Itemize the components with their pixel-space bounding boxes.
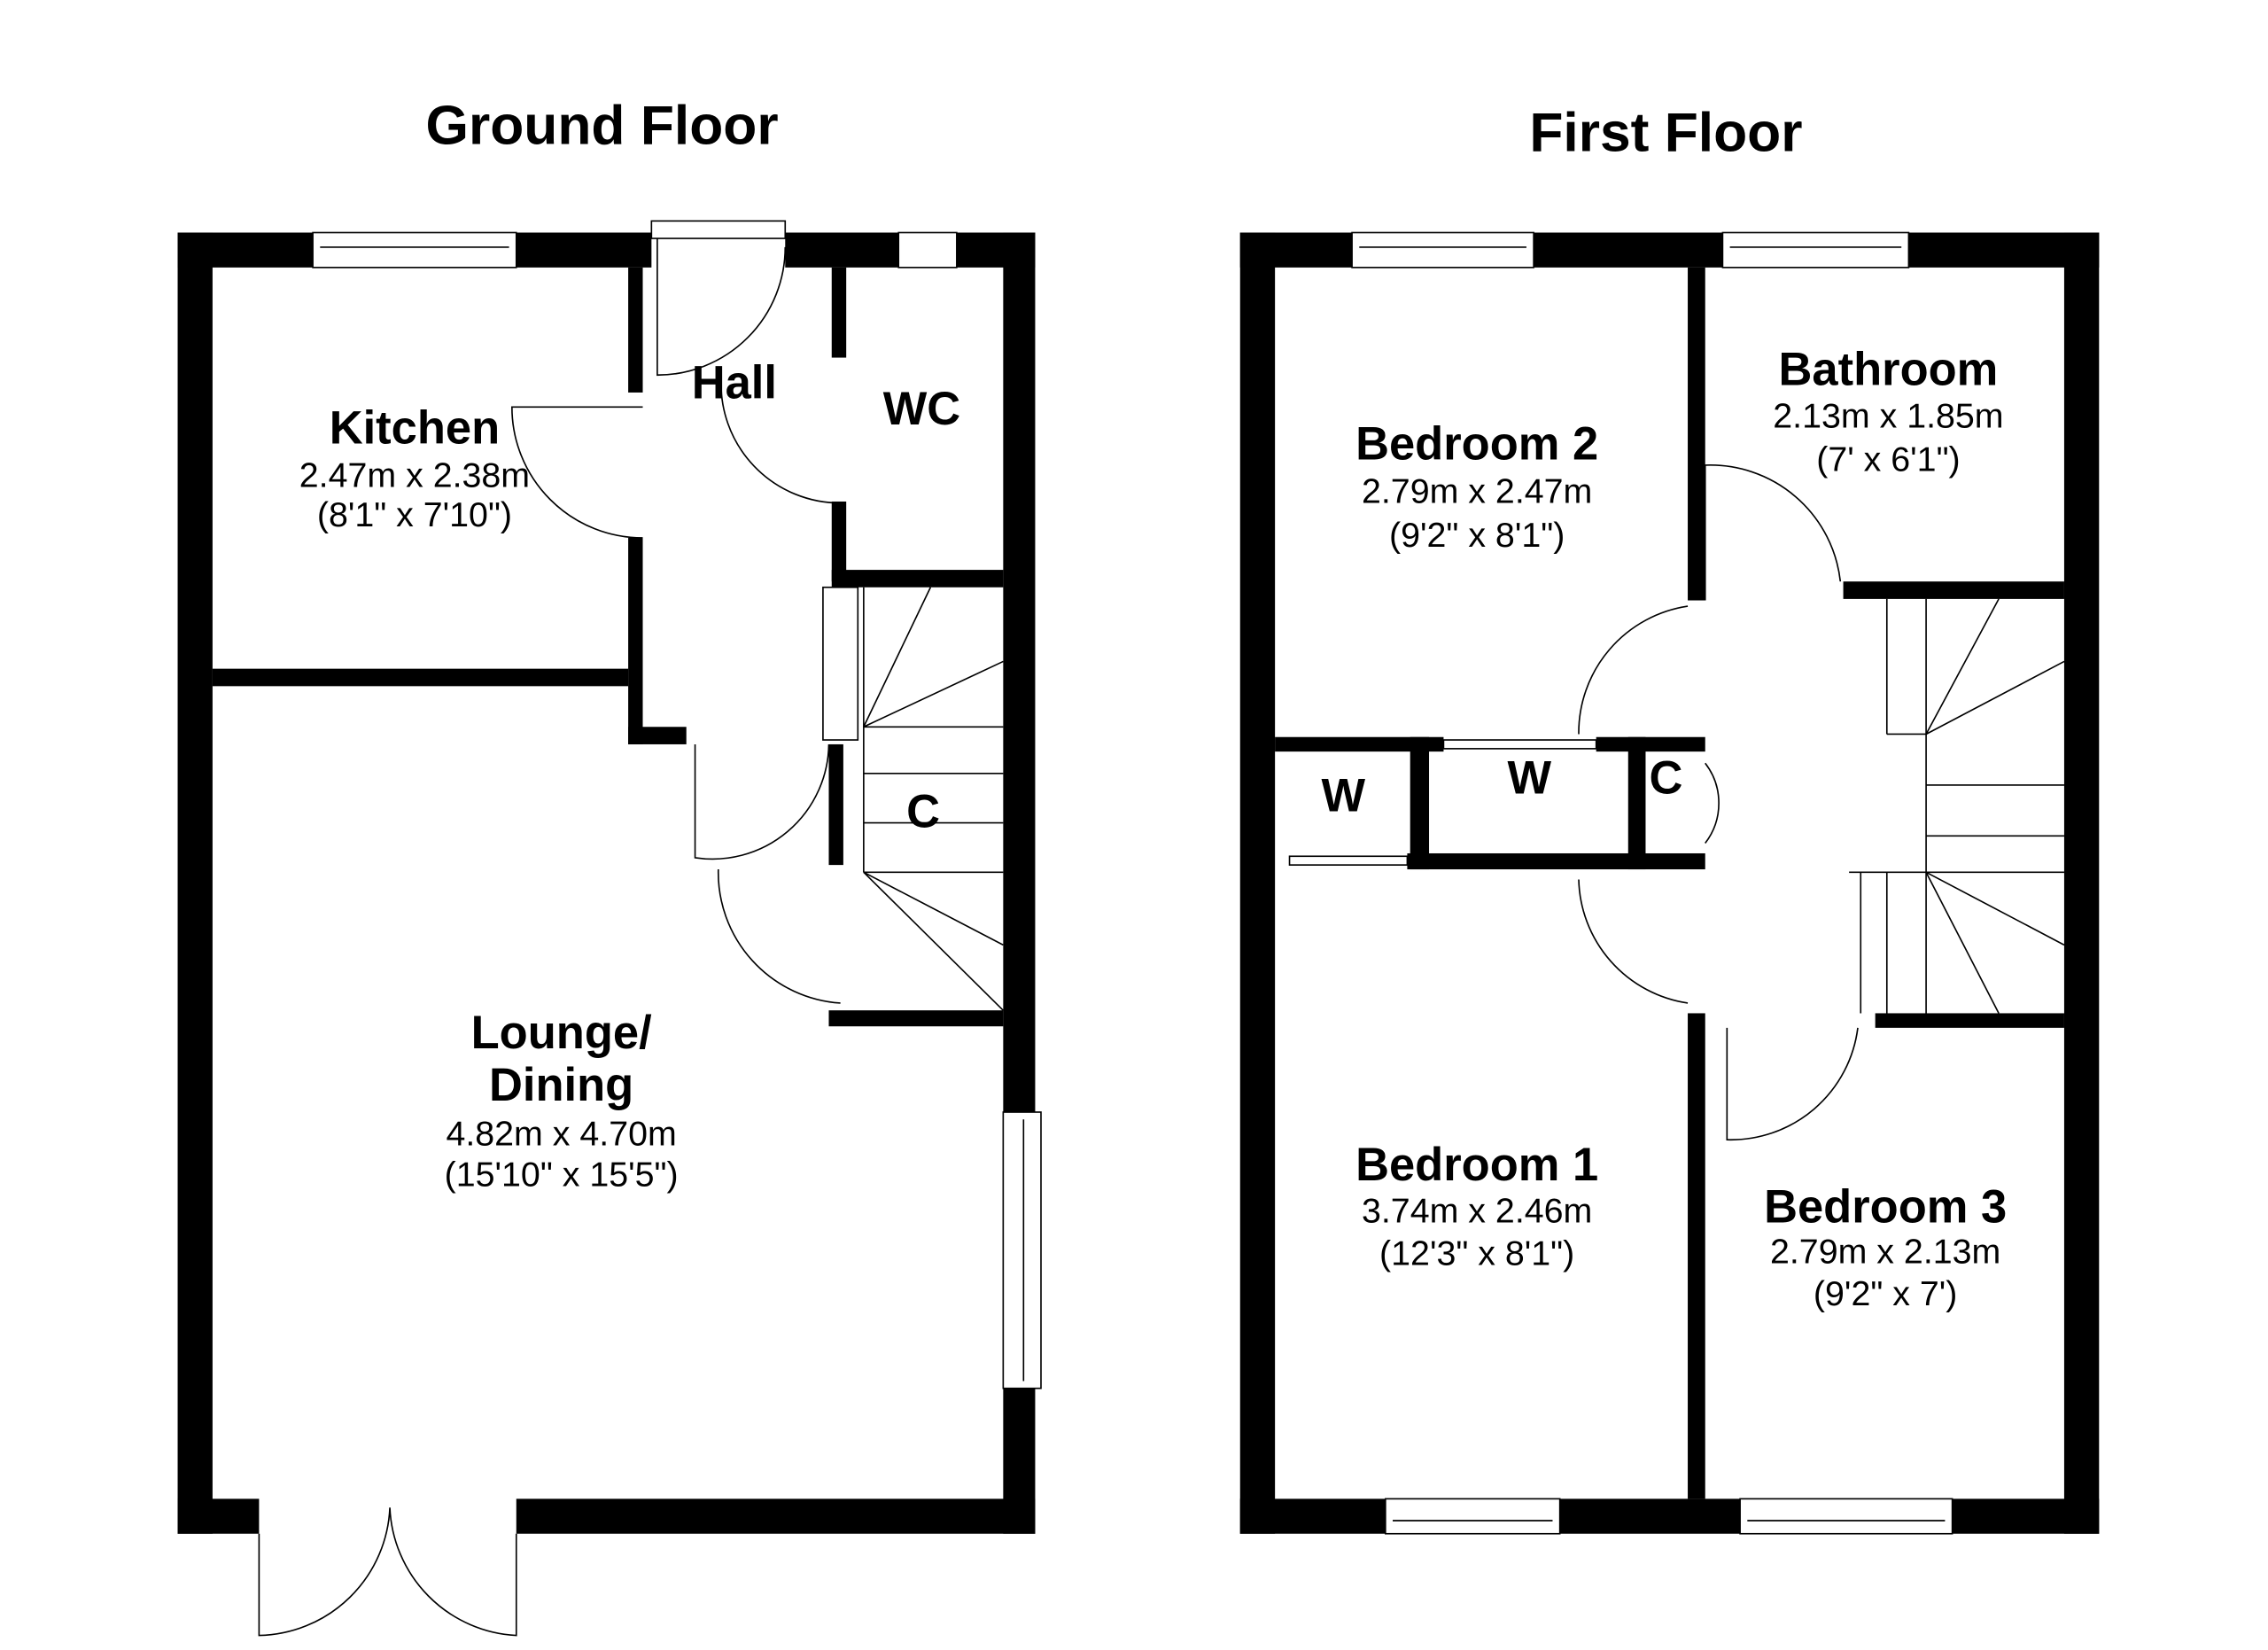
wall (516, 232, 652, 268)
cupboard-label: C (1649, 752, 1682, 805)
wc-label: WC (883, 383, 960, 435)
wall (1875, 1013, 2064, 1028)
bathroom-label: Bathroom (1779, 344, 1999, 396)
wall (516, 1498, 1036, 1534)
window (1739, 1498, 1953, 1535)
wardrobe1-label: W (1321, 769, 1365, 821)
first-floor-plan: First Floor (1239, 103, 2100, 1535)
kitchen-door-swing (511, 406, 643, 539)
cupboard-label: C (906, 785, 940, 837)
bedroom2-metric: 2.79m x 2.47m (1362, 472, 1592, 511)
bedroom3-label: Bedroom 3 (1764, 1181, 2007, 1234)
wall (785, 232, 899, 268)
bedroom2-imperial: (9'2" x 8'1") (1389, 516, 1565, 555)
wall (212, 668, 629, 687)
wall (1688, 267, 1705, 601)
window (1721, 231, 1910, 269)
wardrobe-sliding-door (1288, 855, 1409, 866)
ground-floor-title: Ground Floor (425, 95, 778, 156)
bedroom1-metric: 3.74m x 2.46m (1362, 1192, 1592, 1231)
staircase (1849, 598, 2065, 1014)
cupboard-door-swing (1705, 762, 1720, 844)
lounge-imperial: (15'10" x 15'5") (445, 1156, 679, 1195)
patio-doors (258, 1507, 517, 1637)
wall (1003, 232, 1036, 1113)
wall (628, 727, 687, 744)
hall-label: Hall (692, 357, 777, 409)
wall (831, 570, 1004, 588)
wardrobe-sliding-door (1442, 739, 1597, 750)
bedroom3-metric: 2.79m x 2.13m (1770, 1233, 2000, 1272)
wall (628, 537, 643, 744)
bathroom-imperial: (7' x 6'1") (1816, 440, 1960, 479)
window (1351, 231, 1534, 269)
kitchen-label: Kitchen (330, 401, 500, 454)
wall (1688, 1013, 1705, 1499)
lounge-label-line2: Dining (489, 1059, 633, 1111)
wall (1410, 736, 1430, 870)
lounge-metric: 4.82m x 4.70m (446, 1115, 676, 1154)
wall (2063, 232, 2100, 1534)
wall (628, 267, 643, 393)
bedroom3-door-swing (1726, 1027, 1859, 1141)
staircase (822, 586, 1004, 1011)
bathroom-door-swing (1704, 464, 1842, 601)
wall (177, 1498, 260, 1534)
kitchen-imperial: (8'1" x 7'10") (317, 495, 512, 534)
bedroom1-label: Bedroom 1 (1355, 1139, 1598, 1191)
wall (177, 232, 213, 1534)
window (1384, 1498, 1561, 1535)
front-door-swing (656, 238, 787, 377)
lounge-door-swing (694, 743, 830, 860)
lounge-label-line1: Lounge/ (471, 1007, 652, 1059)
wall (1596, 736, 1705, 752)
cupboard-door-swing (717, 869, 841, 1004)
bedroom3-imperial: (9'2" x 7') (1814, 1274, 1957, 1313)
front-door-frame (650, 220, 787, 239)
bathroom-metric: 2.13m x 1.85m (1773, 396, 2003, 435)
bedroom1-door-swing (1578, 879, 1689, 1004)
wc-door-swing (720, 377, 841, 504)
wall (1239, 232, 1276, 1534)
wall (1627, 736, 1646, 870)
window (1002, 1111, 1042, 1389)
wall (828, 743, 843, 866)
wall (1275, 736, 1444, 752)
bedroom1-imperial: (12'3" x 8'1") (1379, 1234, 1574, 1273)
bedroom2-door-swing (1578, 605, 1689, 735)
bedroom2-label: Bedroom 2 (1355, 417, 1598, 470)
wardrobe2-label: W (1507, 752, 1551, 805)
wall (1407, 852, 1705, 870)
kitchen-metric: 2.47m x 2.38m (299, 456, 530, 495)
wall (1843, 581, 2064, 599)
wall (831, 267, 847, 358)
wall (828, 1010, 1004, 1027)
window (312, 231, 517, 269)
first-floor-title: First Floor (1529, 103, 1802, 164)
wall (1239, 1498, 2100, 1534)
window (897, 231, 958, 269)
ground-floor-plan: Ground Floor (177, 95, 1042, 1637)
wall (831, 501, 847, 582)
